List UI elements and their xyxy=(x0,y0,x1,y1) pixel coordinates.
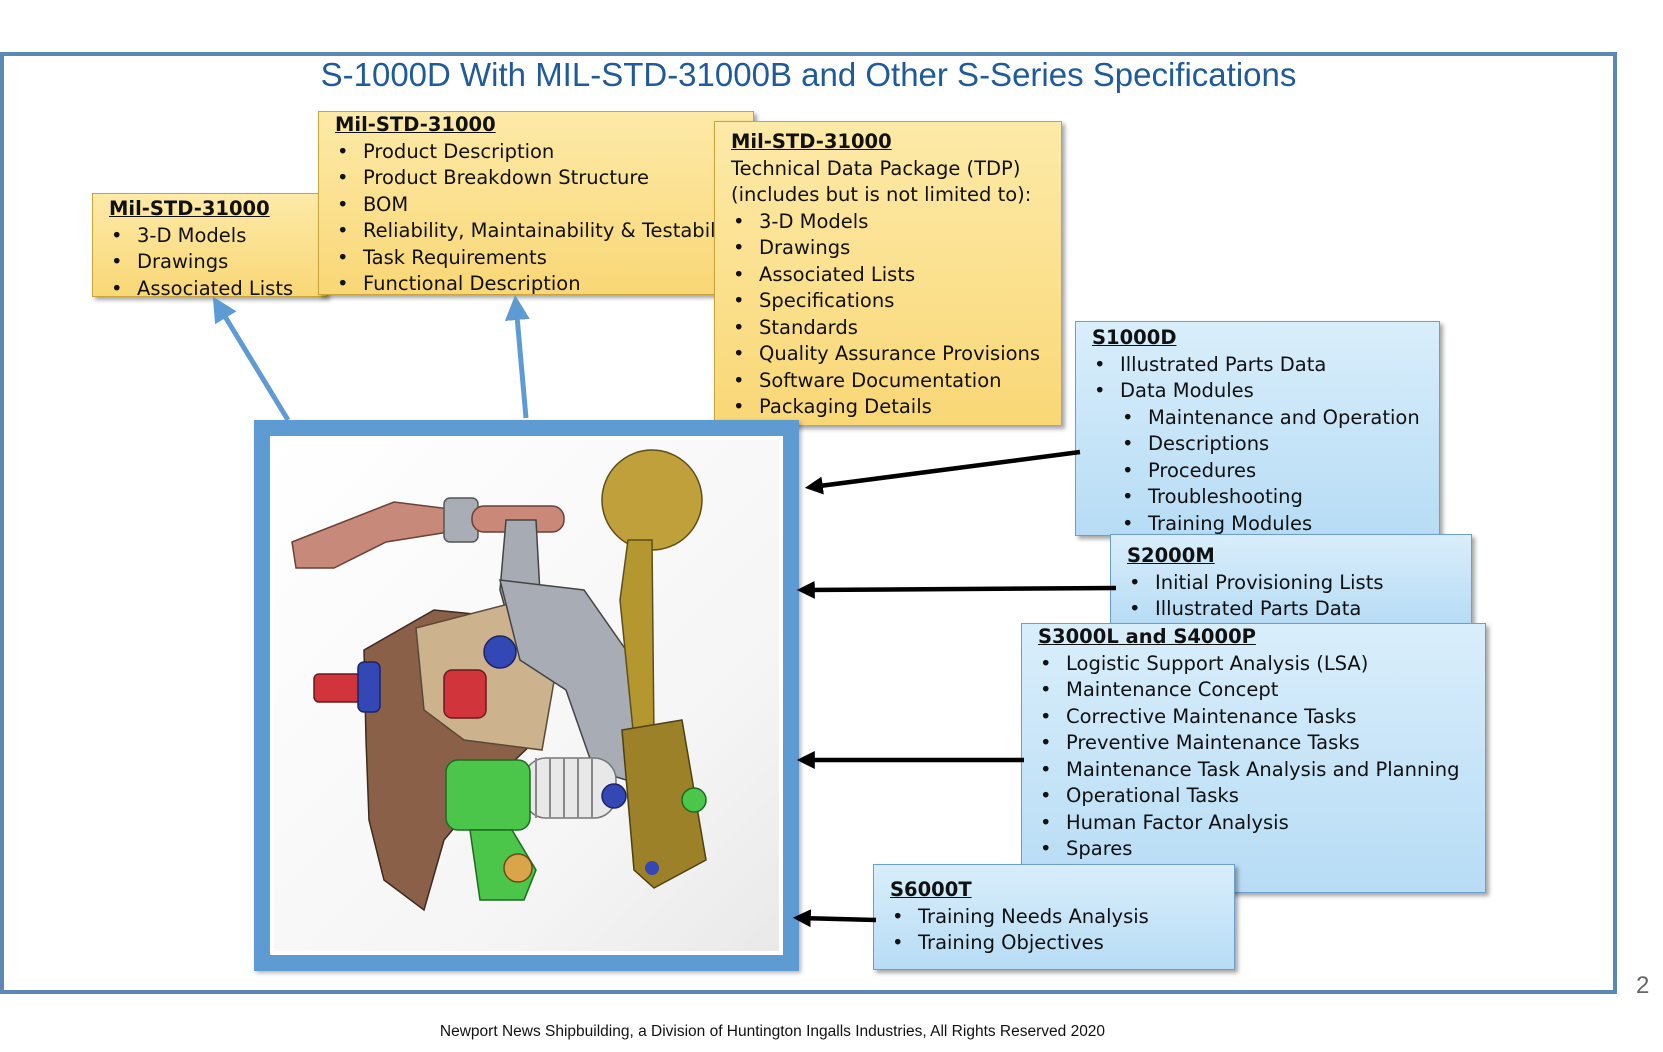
sub-list-item: Training Modules xyxy=(1092,511,1429,538)
list-item: Logistic Support Analysis (LSA) xyxy=(1038,651,1475,678)
box-header: Mil-STD-31000 xyxy=(109,197,270,220)
list-item: Functional Description xyxy=(335,271,743,298)
cad-model-image xyxy=(274,440,779,951)
arrow-from-s6000t xyxy=(792,909,877,928)
list-item: Training Objectives xyxy=(890,930,1224,957)
list-item: Reliability, Maintainability & Testabili… xyxy=(335,218,743,245)
footer-text: Newport News Shipbuilding, a Division of… xyxy=(439,1023,1106,1040)
list-item: BOM xyxy=(335,192,743,219)
list-item: Training Needs Analysis xyxy=(890,904,1224,931)
s6000t-box: S6000T Training Needs Analysis Training … xyxy=(873,864,1235,970)
arrow-from-s1000d xyxy=(804,449,1081,495)
list-item: Packaging Details xyxy=(731,394,1051,421)
cad-model-frame xyxy=(254,420,799,971)
list-item: Spares xyxy=(1038,836,1475,863)
box-header: S6000T xyxy=(890,878,972,901)
tdp-intro-line: (includes but is not limited to): xyxy=(731,183,1032,206)
list-item: Drawings xyxy=(731,235,1051,262)
list-item: Associated Lists xyxy=(731,262,1051,289)
box-header: S3000L and S4000P xyxy=(1038,625,1256,648)
list-item: Data Modules xyxy=(1092,378,1429,405)
s1000d-box: S1000D Illustrated Parts Data Data Modul… xyxy=(1075,321,1440,538)
sub-list-item: Descriptions xyxy=(1092,431,1429,458)
box-header: S1000D xyxy=(1092,326,1177,349)
list-item: Specifications xyxy=(731,288,1051,315)
box-header: Mil-STD-31000 xyxy=(731,130,892,153)
sub-list-item: Procedures xyxy=(1092,458,1429,485)
list-item: Product Breakdown Structure xyxy=(335,165,743,192)
list-item: Drawings xyxy=(109,249,316,276)
list-item: Initial Provisioning Lists xyxy=(1127,570,1461,597)
list-item: Corrective Maintenance Tasks xyxy=(1038,704,1475,731)
page-number: 2 xyxy=(1636,972,1650,999)
arrow-from-s2000m xyxy=(796,580,1117,599)
list-item: Task Requirements xyxy=(335,245,743,272)
tdp-intro-line: Technical Data Package (TDP) xyxy=(731,156,1021,180)
arrow-to-mil-std-product xyxy=(504,295,530,419)
list-item: Illustrated Parts Data xyxy=(1127,596,1461,623)
list-item: Operational Tasks xyxy=(1038,783,1475,810)
list-item: Software Documentation xyxy=(731,368,1051,395)
mil-std-box-tdp: Mil-STD-31000 Technical Data Package (TD… xyxy=(714,121,1062,426)
arrow-to-mil-std-models xyxy=(212,296,291,422)
list-item: Product Description xyxy=(335,139,743,166)
list-item: Illustrated Parts Data xyxy=(1092,352,1429,379)
list-item: Standards xyxy=(731,315,1051,342)
list-item: 3-D Models xyxy=(109,223,316,250)
sub-list-item: Troubleshooting xyxy=(1092,484,1429,511)
box-header: S2000M xyxy=(1127,544,1215,567)
box-header: Mil-STD-31000 xyxy=(335,113,496,136)
list-item: 3-D Models xyxy=(731,209,1051,236)
slide-frame xyxy=(0,52,1617,994)
cad-model-illustration xyxy=(291,449,707,912)
list-item: Preventive Maintenance Tasks xyxy=(1038,730,1475,757)
list-item: Human Factor Analysis xyxy=(1038,810,1475,837)
list-item: Associated Lists xyxy=(109,276,316,303)
s3000l-s4000p-box: S3000L and S4000P Logistic Support Analy… xyxy=(1021,623,1486,893)
sub-list-item: Maintenance and Operation xyxy=(1092,405,1429,432)
mil-std-box-models: Mil-STD-31000 3-D Models Drawings Associ… xyxy=(92,193,327,302)
list-item: Maintenance Task Analysis and Planning xyxy=(1038,757,1475,784)
slide-title: S-1000D With MIL-STD-31000B and Other S-… xyxy=(320,56,1297,93)
list-item: Quality Assurance Provisions xyxy=(731,341,1051,368)
list-item: Maintenance Concept xyxy=(1038,677,1475,704)
mil-std-box-product: Mil-STD-31000 Product Description Produc… xyxy=(318,111,754,298)
